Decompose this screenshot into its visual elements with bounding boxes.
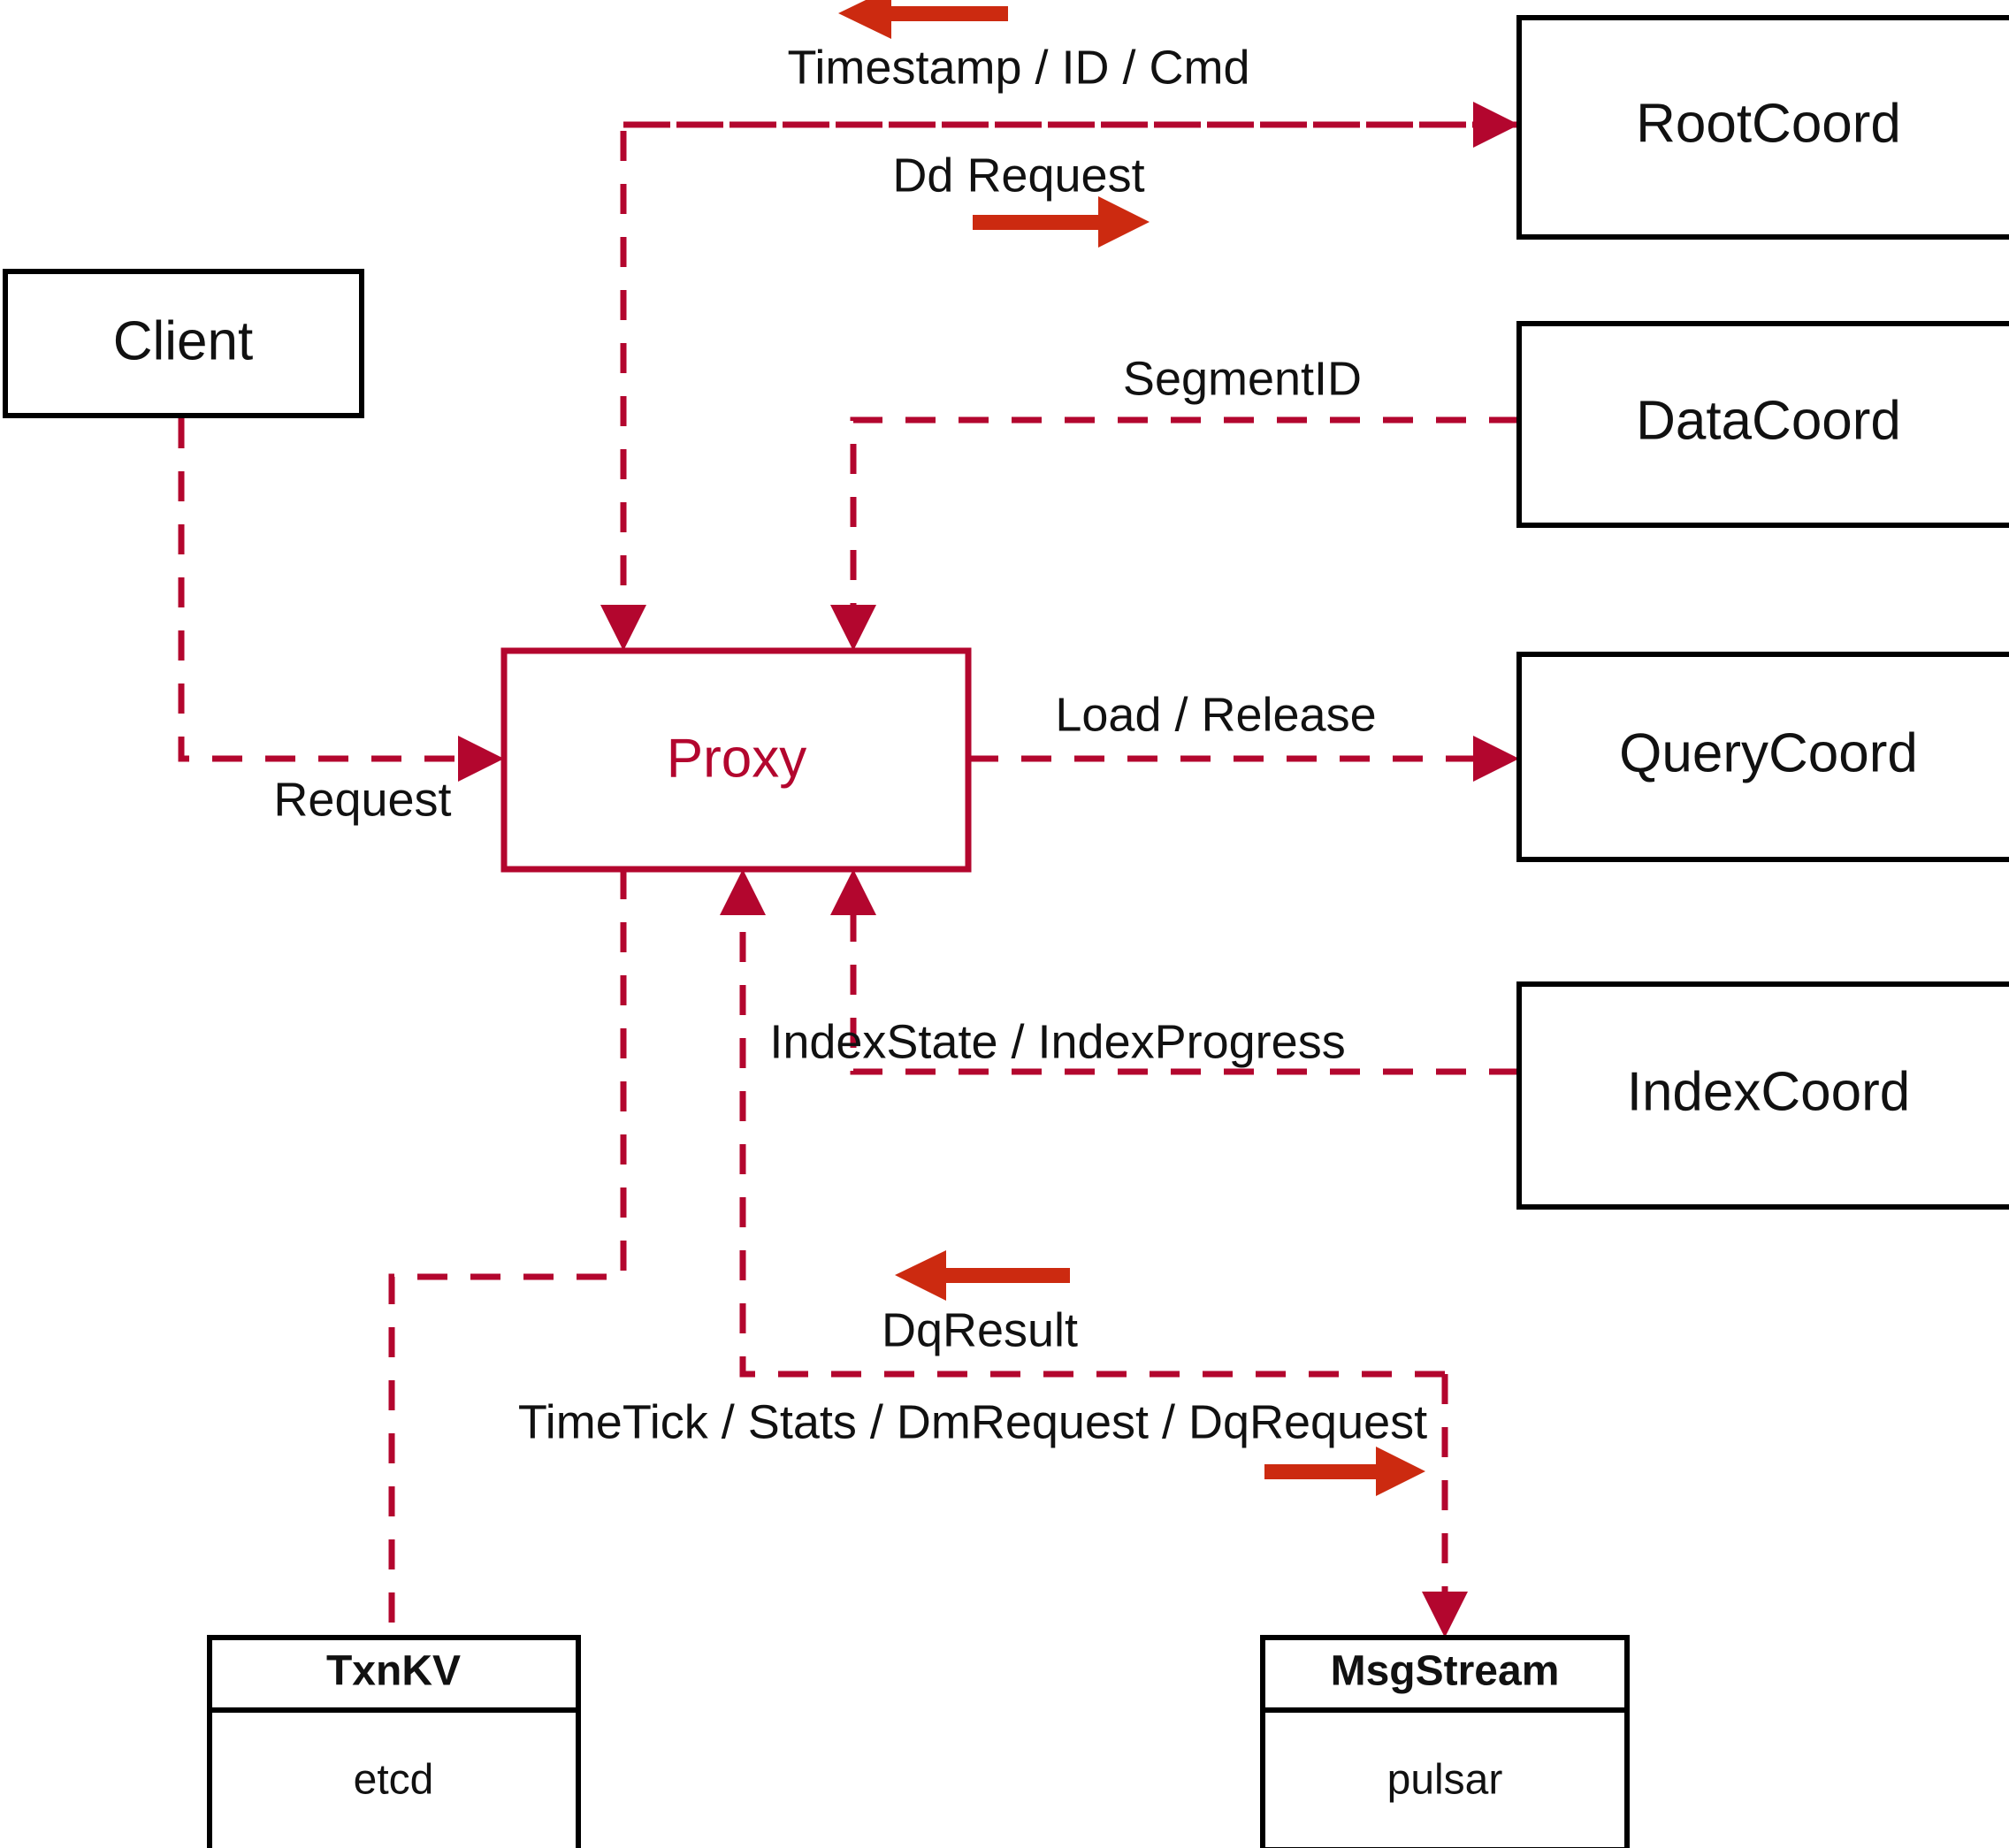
edge-proxy-msgstream [1422,1374,1468,1638]
node-datacoord-label: DataCoord [1636,390,1901,451]
edge-proxy-querycoord [968,736,1519,782]
flow-arrow-timetick [1264,1447,1425,1496]
edge-label-segmentid: SegmentID [1123,352,1362,405]
edge-rootcoord-proxy-arrowhead [600,605,646,651]
edge-rootcoord-proxy-path [620,121,1519,624]
flow-arrow-dd-request-shaft [973,215,1114,230]
edge-msgstream-proxy-arrowhead [720,869,766,915]
edge-client-proxy [178,418,504,782]
edge-datacoord-proxy-path [850,416,1519,624]
edge-datacoord-proxy-arrowhead [830,605,876,651]
edge-msgstream-proxy [720,869,1445,1378]
node-indexcoord[interactable]: IndexCoord [1516,981,2009,1210]
node-client-label: Client [113,310,254,371]
flow-arrow-dqresult [895,1250,1070,1301]
edge-proxy-rootcoord [623,102,1519,148]
edge-label-indexstate: IndexState / IndexProgress [769,1015,1345,1068]
edge-proxy-txnkv [388,869,627,1638]
edge-label-request: Request [273,773,451,826]
flow-arrow-dd-request [973,196,1150,248]
edge-proxy-rootcoord-arrowhead [1473,102,1519,148]
node-datacoord-box[interactable] [1516,321,2009,528]
node-rootcoord-label: RootCoord [1636,93,1901,154]
node-querycoord-label: QueryCoord [1619,722,1918,783]
node-txnkv-box[interactable] [207,1635,581,1848]
node-querycoord-box[interactable] [1516,652,2009,862]
edge-datacoord-proxy [830,416,1519,651]
node-proxy-label: Proxy [667,728,806,789]
edge-client-proxy-path [178,418,477,762]
flow-arrow-timestamp [838,0,1008,39]
edge-msgstream-proxy-path [739,896,1445,1378]
node-indexcoord-label: IndexCoord [1627,1061,1911,1122]
edge-label-timestamp: Timestamp / ID / Cmd [787,41,1249,94]
edge-proxy-querycoord-arrowhead [1473,736,1519,782]
edge-label-dqresult: DqResult [882,1303,1078,1356]
node-rootcoord[interactable]: RootCoord [1516,15,2009,240]
node-proxy-box[interactable] [500,647,972,873]
edge-proxy-msgstream-arrowhead [1422,1592,1468,1638]
node-client-box[interactable] [3,269,364,418]
node-txnkv-title: TxnKV [326,1648,461,1695]
edge-indexcoord-proxy-arrowhead [830,869,876,915]
edge-indexcoord-proxy-path [850,896,1519,1075]
flow-arrow-timestamp-shaft [875,6,1008,21]
edge-indexcoord-proxy [830,869,1519,1075]
edge-client-proxy-arrowhead [458,736,504,782]
flow-arrow-timetick-shaft [1264,1464,1393,1479]
node-txnkv[interactable]: TxnKV etcd [207,1635,581,1848]
node-rootcoord-box[interactable] [1516,15,2009,240]
node-indexcoord-box[interactable] [1516,981,2009,1210]
node-msgstream[interactable]: MsgStream pulsar [1260,1635,1630,1848]
flow-arrow-dd-request-head [1098,196,1150,248]
node-msgstream-box[interactable] [1260,1635,1630,1848]
node-txnkv-sublabel: etcd [354,1757,434,1804]
node-msgstream-sublabel: pulsar [1387,1757,1503,1804]
flow-arrow-dqresult-head [895,1250,946,1301]
flow-arrow-timetick-head [1376,1447,1425,1496]
node-datacoord[interactable]: DataCoord [1516,321,2009,528]
edge-rootcoord-proxy [600,121,1519,651]
edge-label-dd-request: Dd Request [892,149,1144,202]
node-client[interactable]: Client [3,269,364,418]
edge-proxy-txnkv-path [388,869,627,1638]
flow-arrow-timestamp-head [838,0,891,39]
node-querycoord[interactable]: QueryCoord [1516,652,2009,862]
edge-label-timetick: TimeTick / Stats / DmRequest / DqRequest [518,1395,1427,1448]
edge-label-load-release: Load / Release [1055,688,1376,741]
flow-arrow-dqresult-shaft [928,1268,1070,1283]
node-msgstream-title: MsgStream [1331,1648,1560,1695]
node-proxy[interactable]: Proxy [500,647,972,873]
